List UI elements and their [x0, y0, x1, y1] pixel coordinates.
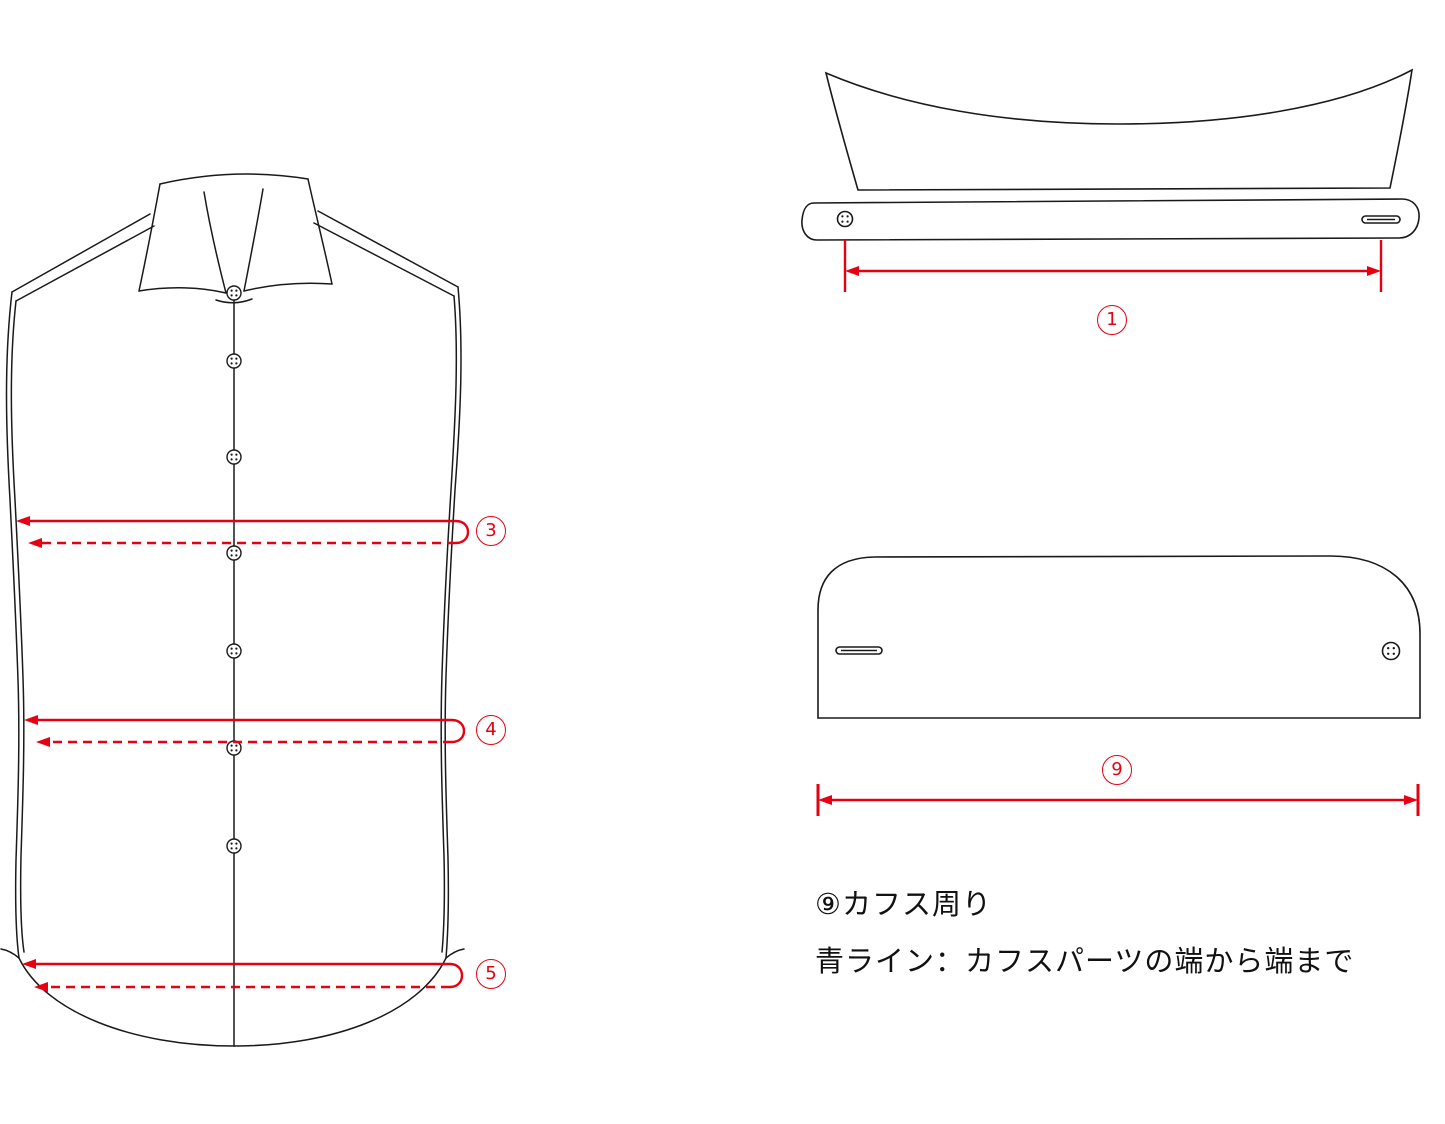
waist-solid-arrowhead — [24, 715, 38, 725]
front-button — [226, 643, 242, 659]
cuff-arrowhead-left — [818, 795, 832, 805]
collar-arrowhead-left — [845, 266, 859, 276]
measurement-arrow-waist — [24, 715, 466, 747]
front-button — [226, 740, 242, 756]
shirt-collar-back-edge — [159, 173, 309, 185]
cuff-arrowhead-right — [1404, 795, 1418, 805]
front-button — [226, 838, 242, 854]
shirt-left-shoulder-seam — [15, 225, 155, 302]
cuff-caption: ⑨カフス周り 青ライン：カフスパーツの端から端まで — [815, 876, 1354, 989]
shirt-right-shoulder-seam — [313, 222, 455, 297]
shirt-collar-left-outer — [138, 183, 161, 292]
hem-right-connector-arc — [449, 962, 464, 989]
measurement-arrow-chest — [16, 516, 470, 548]
chest-right-connector-arc — [455, 519, 470, 545]
cuff-measurement-arrow — [816, 784, 1420, 816]
measurement-arrow-hem — [22, 959, 464, 992]
collar-arrowhead-right — [1367, 266, 1381, 276]
collar-leaf-shape — [824, 68, 1414, 191]
cuff-flat-view — [817, 555, 1421, 719]
shirt-right-side-seam — [440, 295, 458, 953]
shirt-right-side — [444, 286, 462, 959]
front-button — [226, 353, 242, 369]
waist-right-connector-arc — [451, 718, 466, 744]
shirt-front-outline — [0, 173, 465, 1047]
hem-dashed-arrowhead — [34, 982, 48, 992]
cuff-caption-line2: 青ライン：カフスパーツの端から端まで — [815, 943, 1355, 978]
cuff-shape — [817, 555, 1421, 719]
shirt-collar-right-bottom — [243, 282, 333, 292]
collar-button — [226, 285, 242, 301]
front-button — [226, 449, 242, 465]
collar-band-button — [836, 210, 854, 228]
cuff-caption-line1: ⑨カフス周り — [815, 887, 992, 921]
shirt-collar-left-bottom — [138, 287, 227, 294]
shirt-hem-right-flick — [445, 948, 465, 959]
chest-solid-arrowhead — [16, 516, 30, 526]
measurement-label-waist: 4 — [476, 715, 506, 745]
measurement-label-chest: 3 — [476, 516, 506, 546]
collar-band-buttonhole — [1361, 215, 1401, 224]
shirt-collar-right-inner — [243, 188, 264, 292]
collar-band-shape — [801, 198, 1420, 241]
shirt-hem-curve — [18, 957, 447, 1047]
cuff-buttonhole — [835, 646, 883, 655]
shirt-left-side — [5, 291, 20, 959]
chest-dashed-arrowhead — [28, 538, 42, 548]
measurement-label-cuff: 9 — [1102, 755, 1132, 785]
shirt-collar-right-outer — [307, 178, 333, 285]
measurement-label-hem: 5 — [476, 959, 506, 989]
front-button — [226, 545, 242, 561]
cuff-button — [1381, 641, 1401, 661]
collar-flat-view — [801, 68, 1420, 241]
shirt-right-shoulder — [317, 210, 459, 288]
shirt-left-shoulder — [11, 213, 151, 293]
hem-solid-arrowhead — [22, 959, 36, 969]
shirt-left-side-seam — [10, 300, 25, 953]
shirt-collar-left-inner — [203, 191, 227, 294]
measurement-label-collar: 1 — [1097, 305, 1127, 335]
shirt-buttons — [226, 285, 242, 854]
collar-measurement-arrow — [843, 240, 1383, 292]
waist-dashed-arrowhead — [36, 737, 50, 747]
shirt-hem-left-flick — [0, 948, 20, 959]
